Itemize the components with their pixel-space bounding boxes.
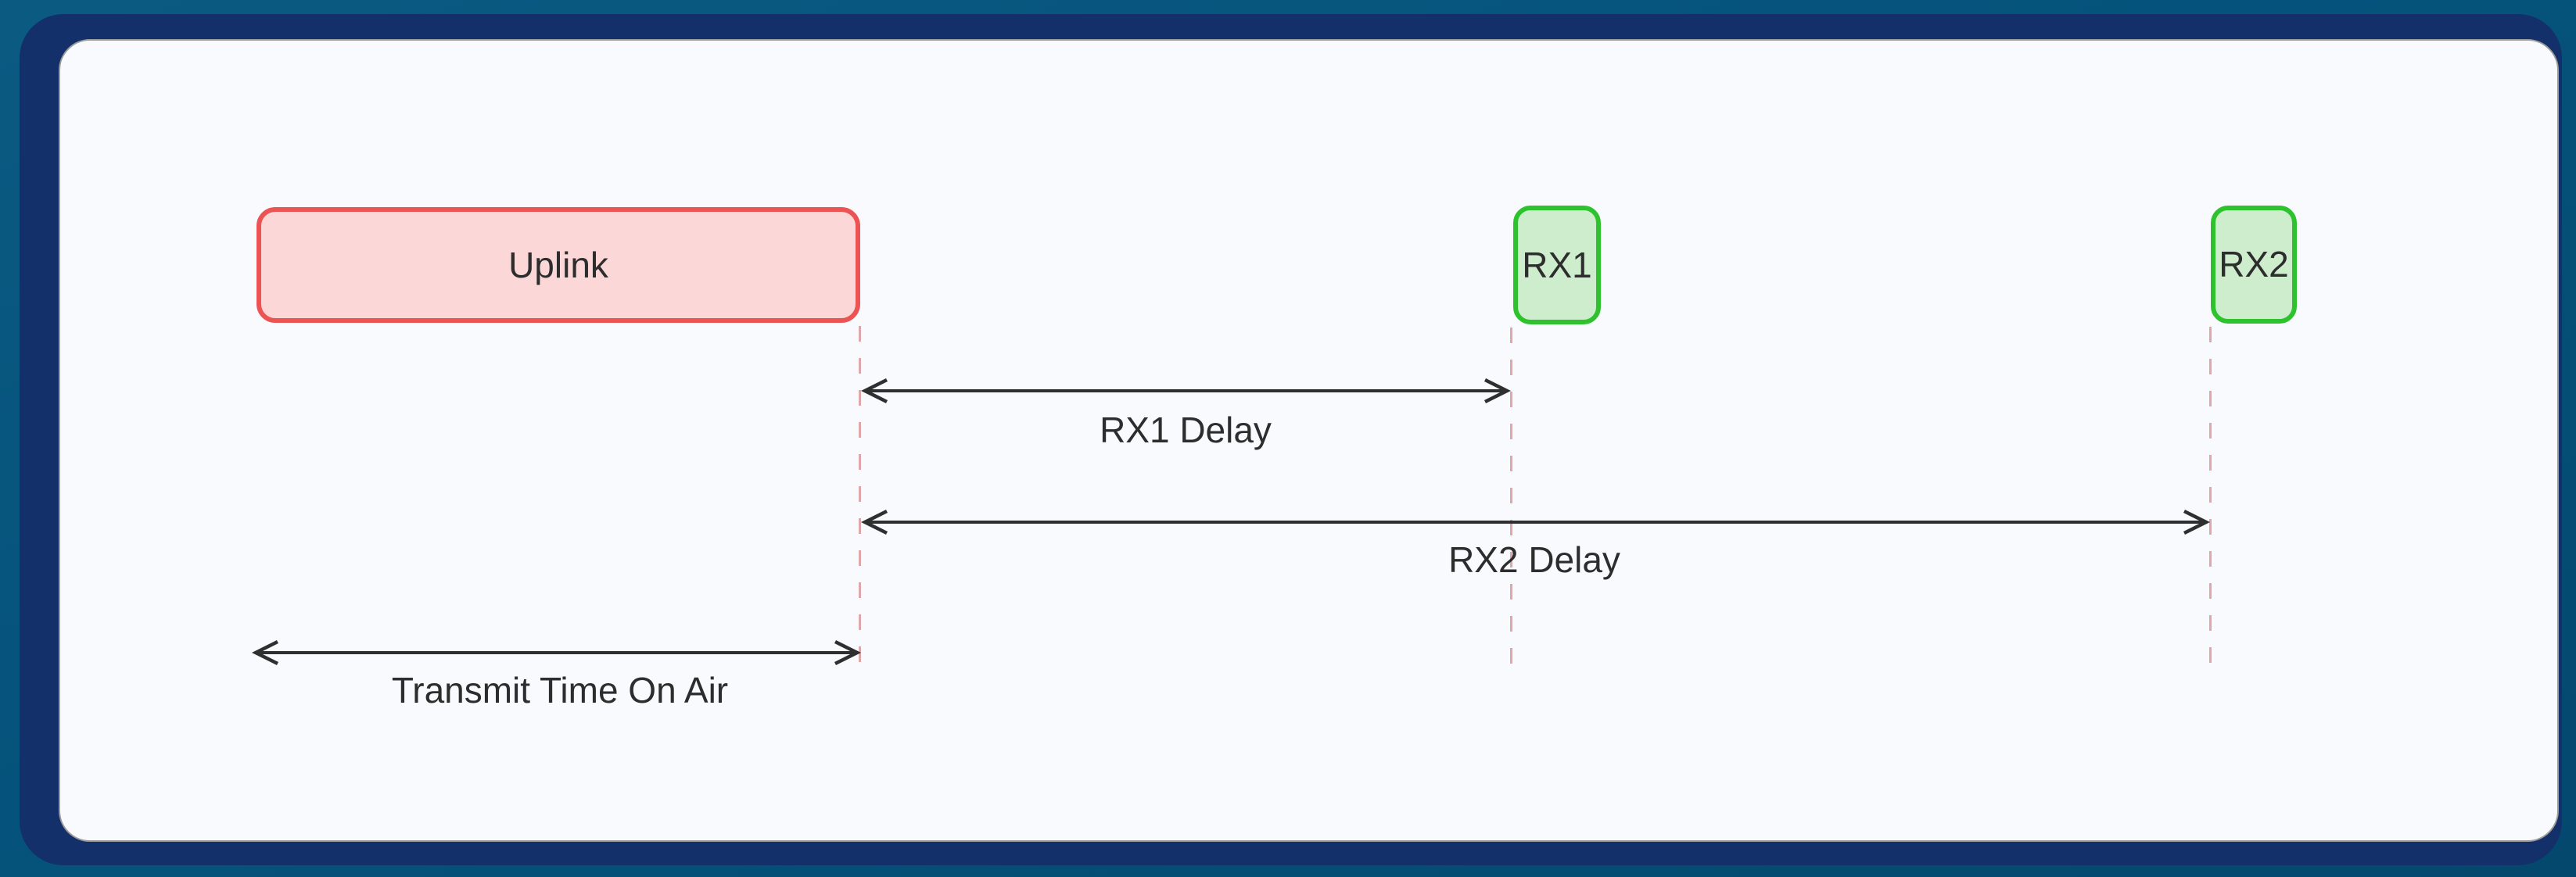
rx1-start-guideline xyxy=(1510,328,1512,668)
rx2-start-guideline xyxy=(2209,327,2212,668)
rx1-node-label: RX1 xyxy=(1522,244,1592,285)
card-frame xyxy=(20,14,2562,865)
rx2-node-label: RX2 xyxy=(2219,244,2289,285)
rx1-delay-arrow xyxy=(860,378,1512,404)
uplink-node-label: Uplink xyxy=(508,244,608,285)
uplink-end-guideline xyxy=(859,326,861,668)
time-on-air-label: Transmit Time On Air xyxy=(391,670,729,711)
uplink-node: Uplink xyxy=(257,207,860,323)
rx1-delay-label: RX1 Delay xyxy=(1100,410,1272,450)
diagram-panel xyxy=(59,39,2559,842)
rx1-node: RX1 xyxy=(1513,206,1601,324)
time-on-air-arrow xyxy=(251,639,862,666)
rx2-delay-arrow xyxy=(860,509,2211,535)
rx2-node: RX2 xyxy=(2211,206,2297,324)
rx2-delay-label: RX2 Delay xyxy=(1448,539,1620,580)
